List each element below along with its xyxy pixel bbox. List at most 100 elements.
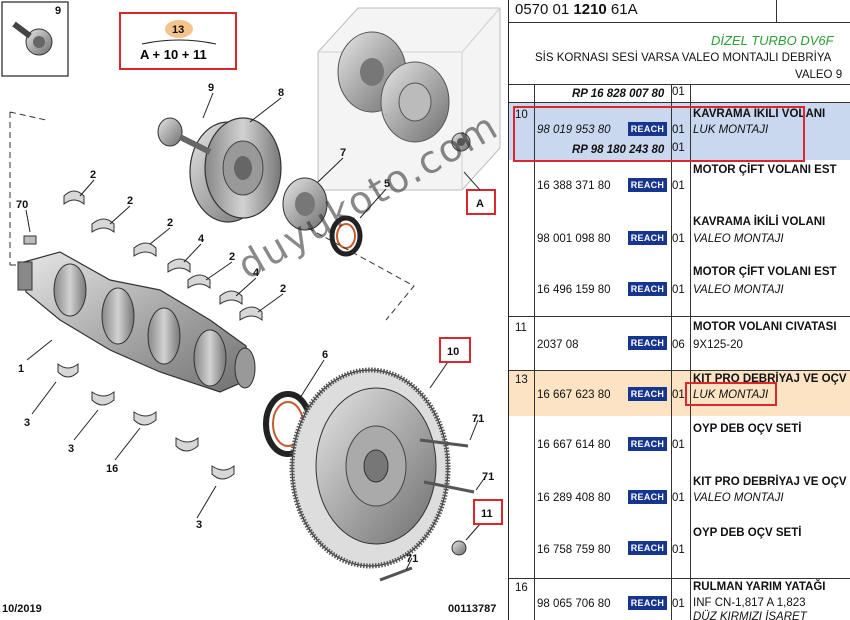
exploded-parts-diagram: 9 13 A + 10 + 11 A [1, 1, 503, 615]
callout-16: 16 [106, 463, 118, 475]
callout-9-inset: 9 [55, 5, 61, 17]
ref-suffix: 61A [606, 1, 638, 18]
part-number[interactable]: 2037 08 [537, 339, 579, 351]
part-note: INF CN-1,817 A 1,823 [693, 597, 806, 609]
callout-70: 70 [16, 199, 28, 211]
reach-badge: REACH [628, 387, 667, 401]
subtitle-line-2: VALEO 9 [795, 69, 843, 81]
callout-5: 5 [384, 178, 390, 190]
part-number[interactable]: 98 001 098 80 [537, 233, 611, 245]
callout-9: 9 [208, 82, 214, 94]
reach-badge: REACH [628, 178, 667, 192]
flywheel-10 [289, 367, 451, 569]
quantity: 01 [672, 598, 685, 610]
quantity: 01 [672, 439, 685, 451]
part-number[interactable]: 16 667 614 80 [537, 439, 611, 451]
callout-6: 6 [322, 349, 328, 361]
item-number-10: 10 [515, 109, 528, 121]
item-number-13: 13 [515, 374, 528, 386]
item-number-16: 16 [515, 582, 528, 594]
reach-badge: REACH [628, 490, 667, 504]
callout-13: 13 [172, 24, 184, 36]
part-number[interactable]: 16 496 159 80 [537, 284, 611, 296]
quantity: 01 [672, 233, 685, 245]
callout-2d: 2 [229, 251, 235, 263]
callout-2b: 2 [127, 195, 133, 207]
seal-5 [329, 215, 363, 257]
kit-13-box: 13 A + 10 + 11 [119, 12, 237, 70]
diagram-code: 00113787 [448, 603, 496, 615]
callout-2a: 2 [90, 169, 96, 181]
qty-top: 01 [672, 86, 685, 98]
part-description: OYP DEB OÇV SETİ [693, 423, 802, 435]
part-description: KAVRAMA İKİLİ VOLANI [693, 216, 826, 228]
flywheel-bolts-71 [379, 438, 475, 582]
quantity: 01 [672, 284, 685, 296]
part-number[interactable]: 16 289 408 80 [537, 492, 611, 504]
callout-2c: 2 [167, 217, 173, 229]
ref-bold: 1210 [573, 1, 607, 18]
part-number[interactable]: 98 019 953 80 [537, 124, 611, 136]
callout-4b: 4 [253, 267, 260, 279]
part-description: MOTOR ÇİFT VOLANI EST [693, 164, 837, 176]
rp-number[interactable]: RP 98 180 243 80 [572, 144, 665, 156]
callout-10: 10 [447, 346, 459, 358]
reach-badge: REACH [628, 282, 667, 296]
quantity: 01 [672, 124, 685, 136]
part-description: KAVRAMA İKİLİ VOLANI [693, 108, 826, 120]
reach-badge: REACH [628, 231, 667, 245]
quantity: 06 [672, 339, 685, 351]
crank-pulley-8 [189, 117, 282, 223]
part-description: OYP DEB OÇV SETİ [693, 527, 802, 539]
pulley-bolt-9 [157, 117, 212, 155]
reach-badge: REACH [628, 336, 667, 350]
callout-3c: 3 [196, 519, 202, 531]
catalog-reference: 0570 01 1210 61A [515, 1, 638, 18]
quantity: 01 [672, 492, 685, 504]
ref-prefix: 0570 01 [515, 1, 574, 18]
callout-3b: 3 [68, 443, 74, 455]
parts-list-panel: 0570 01 1210 61A DİZEL TURBO DV6F SİS KO… [508, 0, 850, 620]
callout-7: 7 [340, 147, 346, 159]
callout-A: A [476, 198, 484, 210]
reach-badge: REACH [628, 541, 667, 555]
part-number[interactable]: 16 758 759 80 [537, 544, 611, 556]
callout-8: 8 [278, 87, 284, 99]
part-number[interactable]: 98 065 706 80 [537, 598, 611, 610]
quantity: 01 [672, 544, 685, 556]
part-number[interactable]: 16 667 623 80 [537, 389, 611, 401]
clutch-kit-illustration [317, 7, 501, 191]
part-note: LUK MONTAJI [693, 389, 769, 401]
header-divider [776, 0, 777, 22]
subtitle-line-1: SİS KORNASI SESİ VARSA VALEO MONTAJLI DE… [535, 52, 832, 64]
callout-2e: 2 [280, 283, 286, 295]
bolt-9-icon [12, 21, 53, 56]
part-note: VALEO MONTAJI [693, 492, 784, 504]
callout-4a: 4 [198, 233, 205, 245]
rp-number-top: RP 16 828 007 80 [572, 88, 665, 100]
part-note: VALEO MONTAJI [693, 284, 784, 296]
callout-1: 1 [18, 363, 24, 375]
quantity: 01 [672, 142, 685, 154]
callout-71c: 71 [406, 553, 418, 565]
callout-71a: 71 [472, 413, 484, 425]
quantity: 01 [672, 180, 685, 192]
callout-3a: 3 [24, 417, 30, 429]
item-number-11: 11 [515, 322, 527, 334]
part-number[interactable]: 16 388 371 80 [537, 180, 611, 192]
highlight-box-row-10 [513, 106, 805, 162]
part-note: LUK MONTAJI [693, 124, 769, 136]
part-description: MOTOR VOLANI CIVATASI [693, 321, 837, 333]
part-description: MOTOR ÇİFT VOLANI EST [693, 266, 837, 278]
crankshaft-1 [17, 251, 256, 393]
pin-70 [23, 235, 37, 245]
engine-title: DİZEL TURBO DV6F [711, 33, 834, 48]
item-9-inset: 9 [1, 1, 69, 77]
reach-badge: REACH [628, 596, 667, 610]
part-description: KIT PRO DEBRİYAJ VE OÇV [693, 476, 847, 488]
part-note: VALEO MONTAJI [693, 233, 784, 245]
row-13-highlight [509, 370, 850, 416]
callout-A-box: A [463, 171, 496, 215]
kit-formula: A + 10 + 11 [140, 47, 207, 62]
callout-10-box: 10 [439, 337, 471, 363]
